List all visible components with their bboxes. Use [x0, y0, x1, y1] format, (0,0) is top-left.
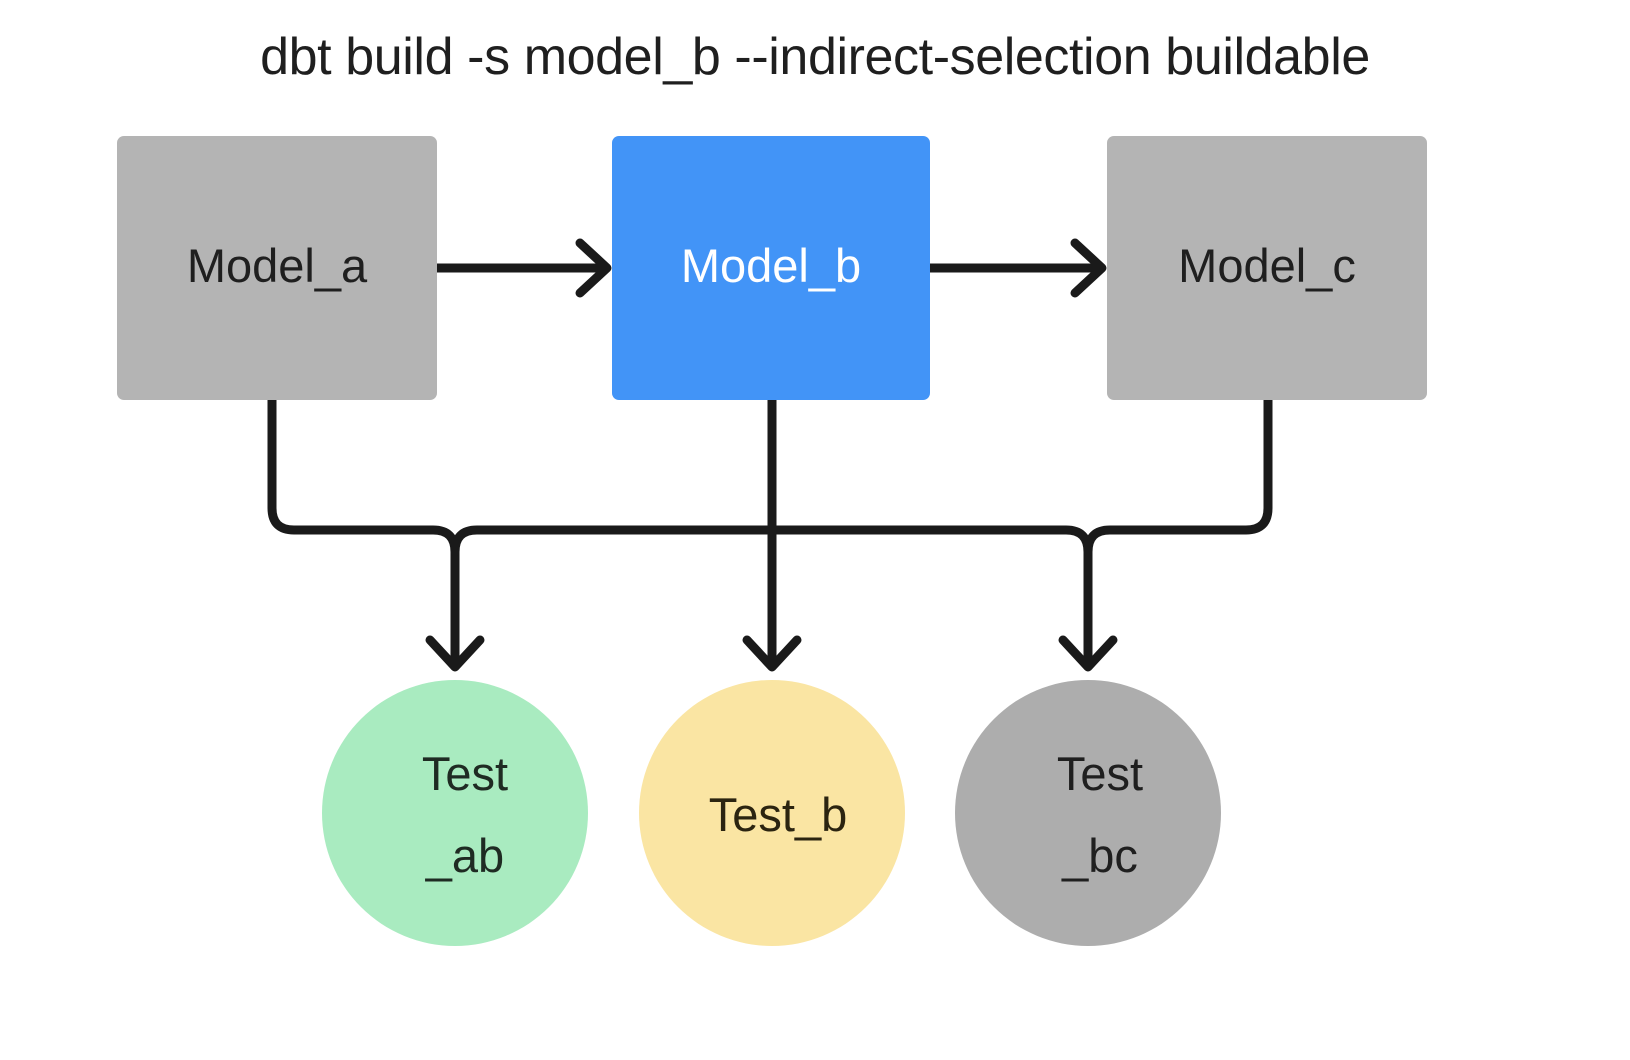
node-test-b-label: Test_b — [708, 788, 848, 841]
edge-model-a-to-test-ab — [267, 395, 460, 668]
node-model-a-label: Model_a — [186, 239, 368, 292]
node-model-c[interactable]: Model_c — [1107, 136, 1427, 400]
diagram-title: dbt build -s model_b --indirect-selectio… — [260, 28, 1370, 86]
node-model-b-label: Model_b — [680, 239, 862, 292]
edge-model-b-to-test-bc — [767, 525, 1093, 668]
node-test-b[interactable]: Test_b — [639, 680, 905, 946]
edge-model-b-to-test-ab — [450, 395, 777, 557]
node-model-c-label: Model_c — [1178, 239, 1356, 292]
node-test-ab-label: Test _ab — [421, 747, 509, 882]
arrowhead-model-b-in — [575, 238, 612, 298]
arrowhead-test-b-in — [742, 635, 802, 672]
edge-model-c-to-test-bc — [1083, 395, 1273, 557]
node-model-a[interactable]: Model_a — [117, 136, 437, 400]
arrowhead-test-ab-in — [425, 635, 485, 672]
node-test-bc[interactable]: Test _bc — [955, 680, 1221, 946]
arrowhead-model-c-in — [1070, 238, 1107, 298]
node-model-b[interactable]: Model_b — [612, 136, 930, 400]
node-test-bc-label: Test _bc — [1056, 747, 1144, 882]
arrowhead-test-bc-in — [1058, 635, 1118, 672]
node-test-ab[interactable]: Test _ab — [322, 680, 588, 946]
